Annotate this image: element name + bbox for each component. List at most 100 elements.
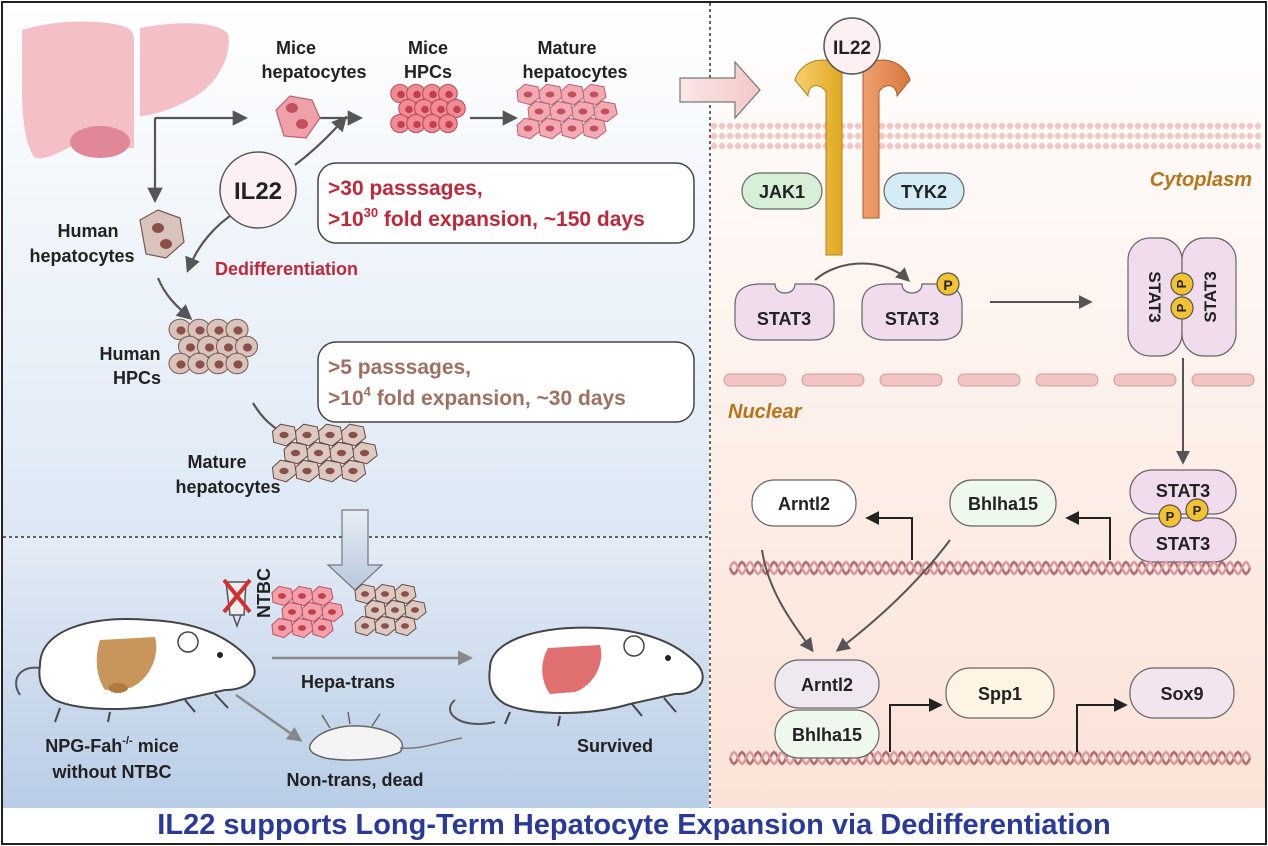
membrane-lipid [742,122,750,130]
dna-backbone [728,560,1252,576]
membrane-lipid [1182,132,1190,140]
membrane-lipid [782,142,790,150]
title-band [3,808,1265,843]
membrane-lipid [918,142,926,150]
tyk2-label: TYK2 [901,182,947,202]
il22-receptor-right [862,59,911,219]
membrane-lipid [1006,132,1014,140]
cell-nucleus [589,91,599,98]
membrane-lipid [774,142,782,150]
membrane-lipid [1078,142,1086,150]
cell-nucleus [233,326,243,335]
membrane-lipid [710,142,718,150]
hepa-trans-label: Hepa-trans [301,672,395,692]
membrane-lipid [1198,132,1206,140]
dna-backbone [728,560,1252,576]
membrane-lipid [910,142,918,150]
cell-nucleus [318,625,326,631]
cell-nucleus [325,431,335,439]
nuclear-membrane [723,373,1255,387]
membrane-lipid [1230,142,1238,150]
membrane-lipid [1038,132,1046,140]
stat3-dimer-h-label-1: STAT3 [1156,481,1210,501]
mouse-label-line1: NPG-Fah-/- mice [45,735,178,756]
ntbc-crossed-icon [222,578,252,629]
arntl2-to-complex-arrow [761,549,814,653]
membrane-lipid [782,132,790,140]
membrane-lipid [998,132,1006,140]
cell-nucleus [348,431,358,439]
arrow-to-human-hpcs [156,277,193,321]
ntbc-label: NTBC [254,568,274,618]
membrane-lipid [846,132,854,140]
cell-nucleus [578,108,588,115]
arntl2-complex-box [774,659,880,709]
membrane-lipid [1062,132,1070,140]
mice-hpcs-cluster [390,84,466,133]
cell-nucleus [411,607,419,613]
human-expansion-box [317,341,695,423]
phospho-p-4: P [1166,509,1175,524]
human-hepatocyte-cell [139,209,185,259]
membrane-lipid [998,122,1006,130]
membrane-lipid [910,132,918,140]
survived-label: Survived [577,736,653,756]
phospho-p-3: P [1174,303,1189,312]
membrane-lipid [1246,122,1254,130]
membrane-lipid [1166,132,1174,140]
membrane-lipid [806,142,814,150]
membrane-lipid [1190,142,1198,150]
membrane-lipid [1094,132,1102,140]
membrane-lipid [758,122,766,130]
membrane-lipid [982,142,990,150]
membrane-lipid [926,122,934,130]
membrane-lipid [1046,132,1054,140]
membrane-lipid [806,122,814,130]
membrane-lipid [726,132,734,140]
cell-nucleus [336,449,347,457]
membrane-lipid [1158,122,1166,130]
membrane-lipid [1142,122,1150,130]
membrane-lipid [1030,122,1038,130]
membrane-lipid [774,132,782,140]
nuclear-pore-segment [801,373,865,387]
cell-nucleus [397,90,405,99]
membrane-lipid [878,122,886,130]
membrane-lipid [966,142,974,150]
membrane-lipid [1238,142,1246,150]
membrane-lipid [798,142,806,150]
human-box-line2: >104 fold expansion, ~30 days [328,384,626,410]
membrane-lipid [718,142,726,150]
dna-backbone [728,750,1252,766]
membrane-lipid [1022,122,1030,130]
membrane-lipid [1222,142,1230,150]
membrane-lipid [1134,142,1142,150]
cell-nucleus [453,105,461,114]
membrane-lipid [894,142,902,150]
membrane-lipid [966,122,974,130]
il22-left-label: IL22 [234,178,282,205]
membrane-lipid [998,142,1006,150]
membrane-lipid [1206,142,1214,150]
membrane-lipid [1174,142,1182,150]
cell-nucleus [361,591,369,597]
mature-top-label-2: hepatocytes [522,62,627,82]
membrane-lipid [982,132,990,140]
cell-nucleus [413,120,421,129]
cell-nucleus [308,609,316,615]
membrane-lipid [718,122,726,130]
cell-nucleus [176,360,186,369]
cell-nucleus [279,431,289,439]
membrane-lipid [950,142,958,150]
membrane-lipid [990,122,998,130]
membrane-lipid [1070,122,1078,130]
membrane-lipid [1062,122,1070,130]
cell-nucleus [348,467,358,475]
nuclear-pore-segment [1113,373,1177,387]
membrane-lipid [1030,142,1038,150]
human-hpcs-label-1: Human [99,344,160,364]
cell-nucleus [397,120,405,129]
membrane-lipid [942,132,950,140]
jak1-box [741,172,823,210]
